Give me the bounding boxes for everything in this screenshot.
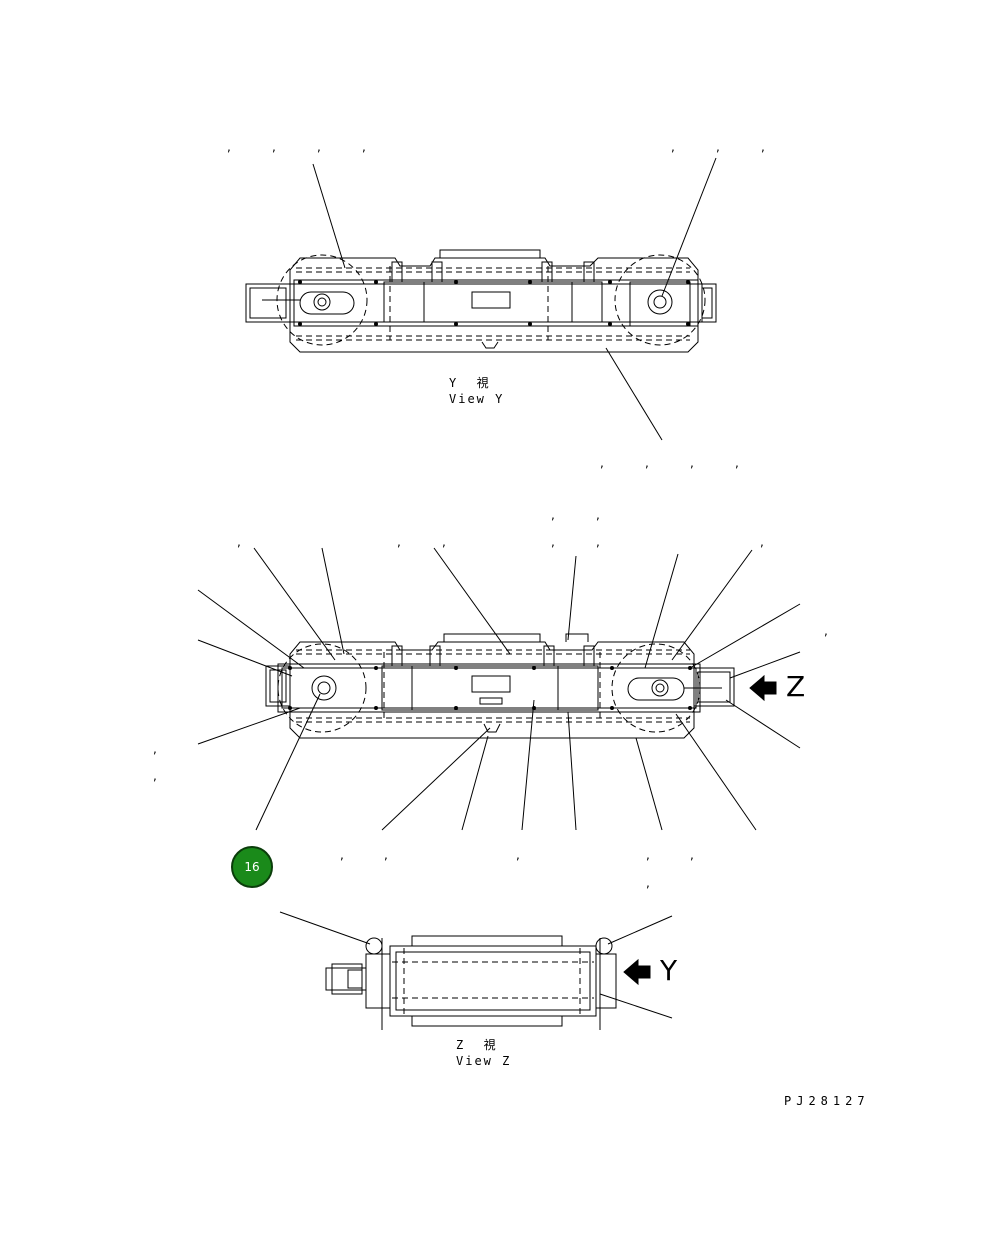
callout-comma: ,	[551, 535, 555, 549]
callout-comma: ,	[596, 535, 600, 549]
callout-comma: ,	[760, 535, 764, 549]
view-y-arrow-label: Y	[660, 954, 678, 987]
callout-comma: ,	[516, 848, 520, 862]
view-z-caption-jp: Z 視	[456, 1038, 498, 1052]
callout-comma: ,	[600, 456, 604, 470]
view-y-drawing	[245, 157, 717, 441]
callout-comma: ,	[716, 140, 720, 154]
main-view-drawing	[197, 547, 801, 831]
callout-comma: ,	[153, 769, 157, 783]
callout-comma: ,	[690, 848, 694, 862]
callout-comma: ,	[384, 848, 388, 862]
callout-comma: ,	[317, 140, 321, 154]
callout-comma: ,	[272, 140, 276, 154]
callout-comma: ,	[442, 535, 446, 549]
callout-comma: ,	[551, 508, 555, 522]
callout-comma: ,	[237, 535, 241, 549]
callout-comma: ,	[645, 456, 649, 470]
callout-comma: ,	[596, 508, 600, 522]
callout-comma: ,	[340, 848, 344, 862]
view-y-caption-jp: Y 視	[449, 376, 491, 390]
callout-comma: ,	[735, 456, 739, 470]
badge-number: 16	[244, 860, 260, 874]
view-z-caption-en: View Z	[456, 1054, 512, 1068]
page-badge[interactable]: 16	[231, 846, 273, 888]
callout-comma: ,	[824, 624, 828, 638]
drawing-code: PJ28127	[784, 1094, 870, 1108]
callout-comma: ,	[227, 140, 231, 154]
view-z-arrow-label: Z	[786, 670, 806, 703]
view-y-caption-en: View Y	[449, 392, 505, 406]
callout-comma: ,	[362, 140, 366, 154]
callout-comma: ,	[646, 876, 650, 890]
callout-comma: ,	[153, 742, 157, 756]
callout-comma: ,	[671, 140, 675, 154]
callout-comma: ,	[690, 456, 694, 470]
callout-comma: ,	[761, 140, 765, 154]
callout-comma: ,	[646, 848, 650, 862]
callout-comma: ,	[397, 535, 401, 549]
view-z-drawing	[279, 911, 673, 1030]
